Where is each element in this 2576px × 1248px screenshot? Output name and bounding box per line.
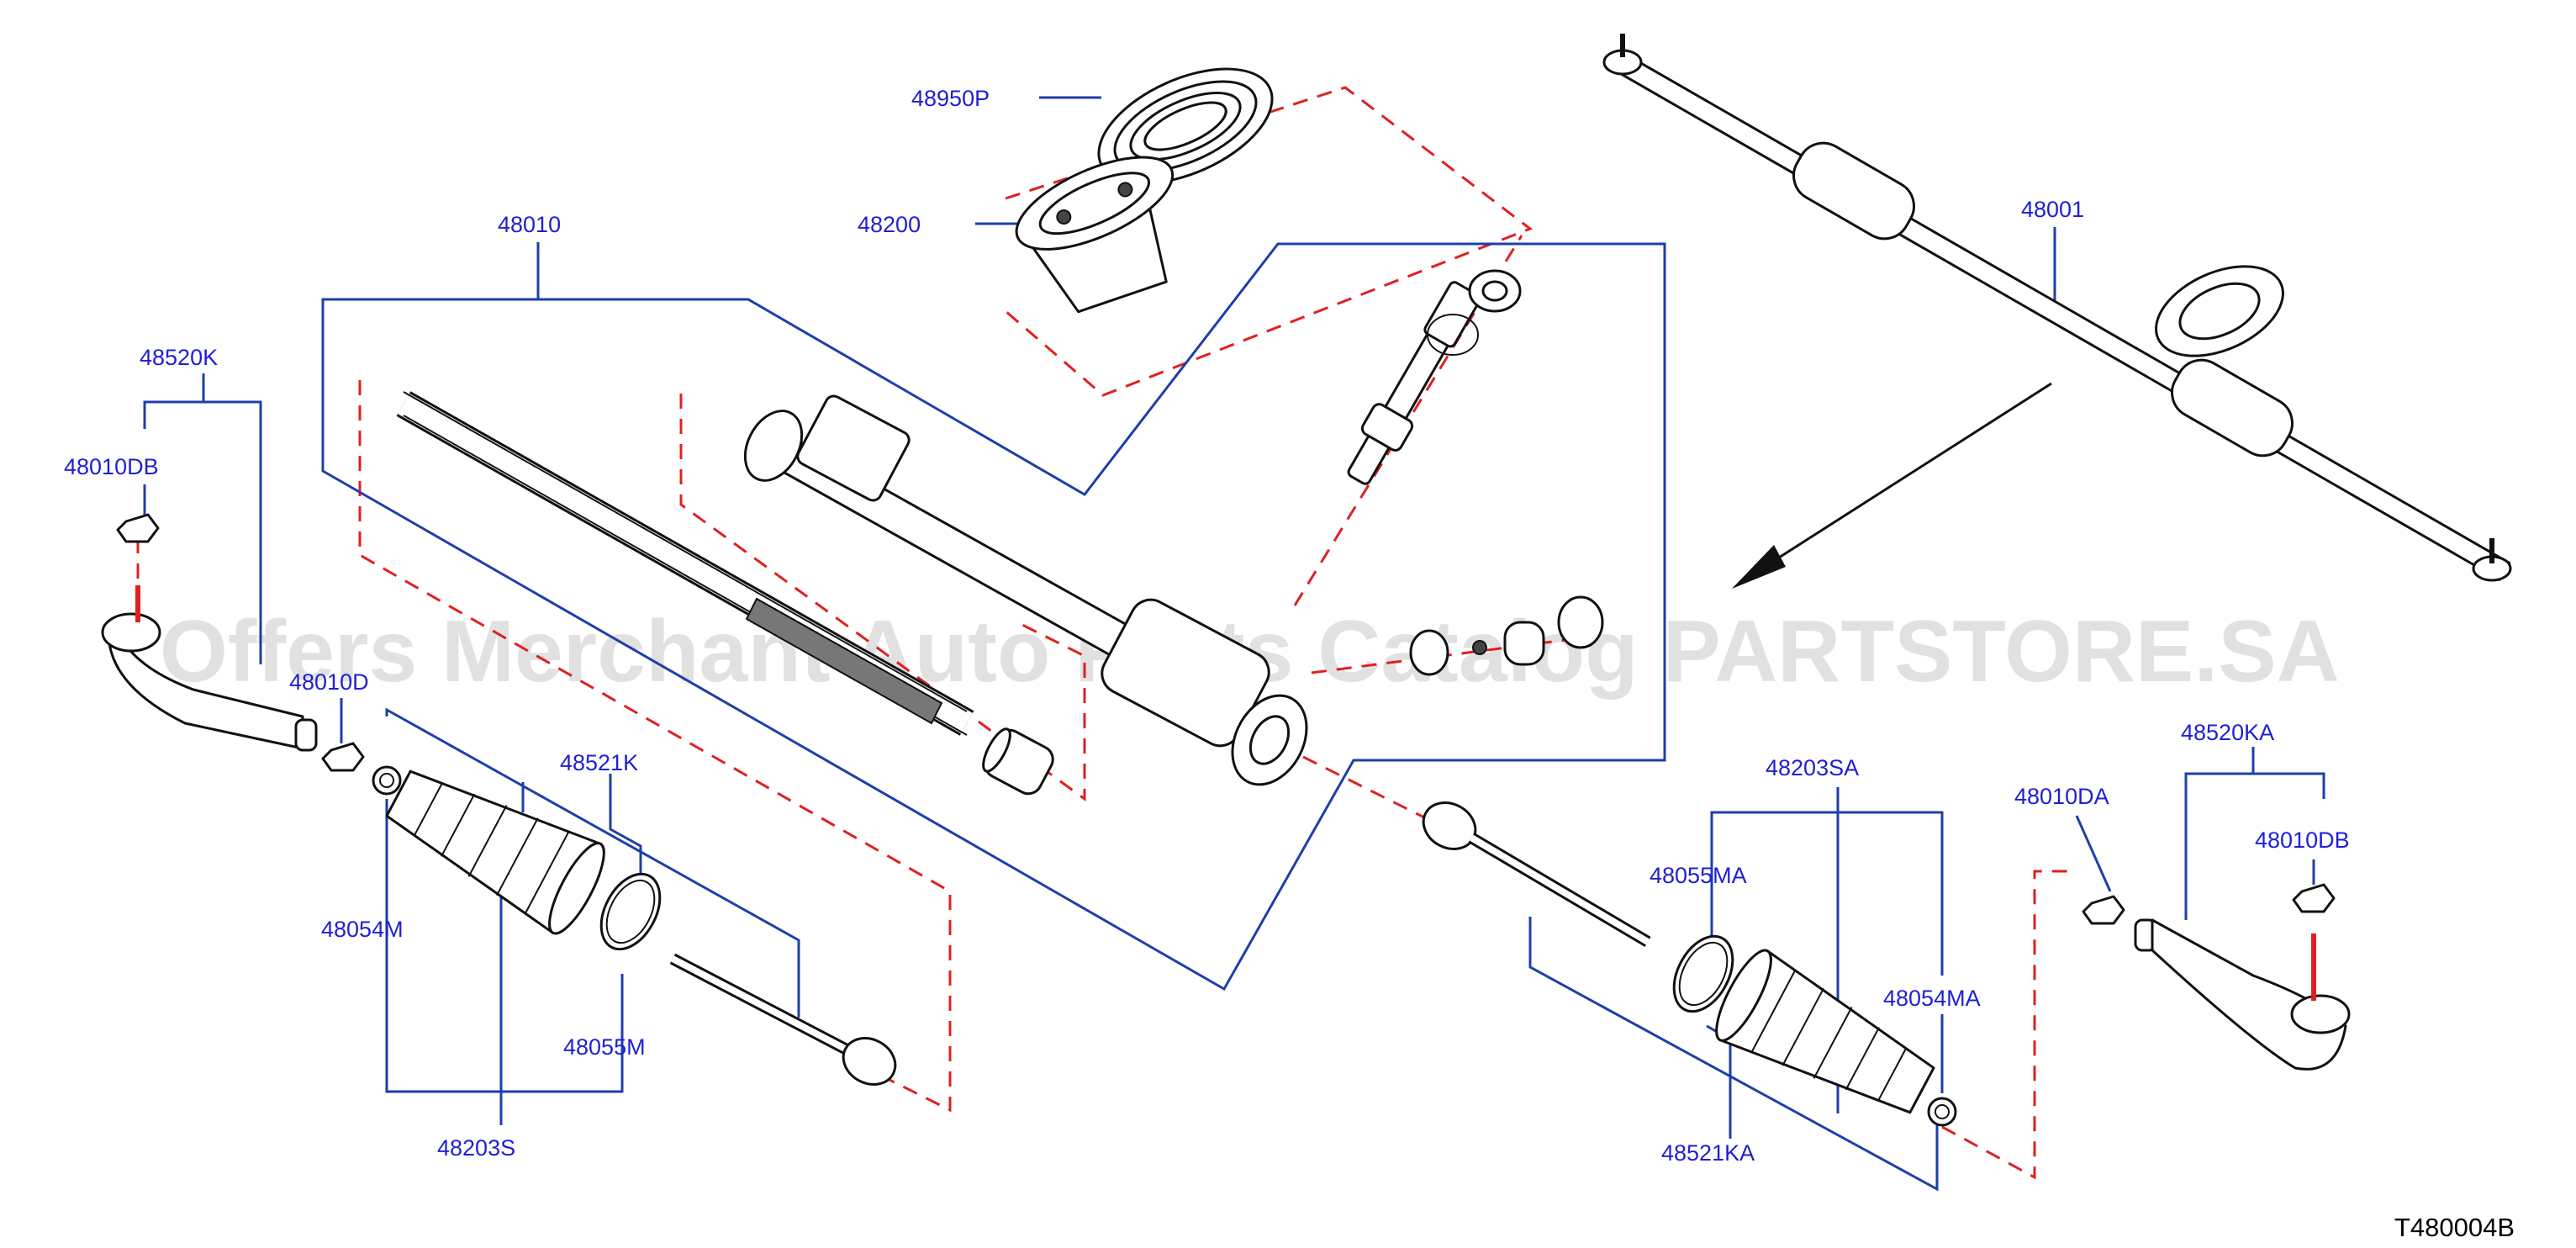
right-nut-48010DB [2292, 883, 2336, 913]
gear-housing-part [743, 394, 1308, 786]
nut-48010DA [2082, 895, 2125, 925]
label-48950P[interactable]: 48950P [911, 86, 990, 111]
leader-48010 [321, 242, 1666, 992]
leader-48521KA [1528, 917, 1939, 1192]
leader-48203SA [1710, 811, 1944, 976]
dashed-outline-gear-housing [679, 394, 1086, 801]
yoke-parts [1409, 595, 1604, 676]
left-boot-part [385, 769, 605, 935]
label-48203SA[interactable]: 48203SA [1766, 755, 1859, 780]
right-small-clamp-part [1927, 1097, 1957, 1127]
pinion-shaft-part [1347, 281, 1481, 485]
label-48010DB-right[interactable]: 48010DB [2255, 828, 2350, 853]
steering-gear-assembly-part [1602, 34, 2512, 582]
leader-48054M [385, 799, 624, 1093]
leader-48521K [385, 707, 800, 1018]
label-48010D[interactable]: 48010D [289, 669, 369, 695]
label-48520K[interactable]: 48520K [140, 345, 218, 370]
right-inner-tie-rod-part [1422, 801, 1651, 948]
label-48001[interactable]: 48001 [2021, 197, 2084, 222]
label-48054MA[interactable]: 48054MA [1883, 986, 1981, 1011]
left-small-clamp-part [372, 765, 402, 796]
assembly-arrow [1732, 382, 2052, 589]
left-nut-48010DB [116, 513, 160, 543]
label-48521K[interactable]: 48521K [560, 750, 638, 775]
left-tie-rod-end-part [101, 585, 318, 752]
column-cover-part [1015, 156, 1175, 314]
label-48010DB-left[interactable]: 48010DB [64, 454, 159, 479]
label-48520KA[interactable]: 48520KA [2181, 720, 2274, 745]
label-48200[interactable]: 48200 [858, 212, 921, 237]
label-48010[interactable]: 48010 [498, 212, 561, 237]
label-48203S[interactable]: 48203S [437, 1135, 515, 1161]
right-tie-rod-end-part [2134, 918, 2351, 1071]
diagram-code: T480004B [2394, 1213, 2515, 1242]
label-48055M[interactable]: 48055M [563, 1034, 646, 1060]
label-48054M[interactable]: 48054M [321, 917, 404, 942]
right-boot-part [1715, 949, 1935, 1114]
leader-48520K [143, 373, 205, 429]
leader-48010DA [2075, 815, 2112, 892]
leader-48520K-bracket [203, 400, 262, 664]
pinion-seal-part [1427, 269, 1522, 356]
label-48010DA[interactable]: 48010DA [2014, 784, 2109, 809]
nut-48010D [321, 742, 365, 772]
part-labels: 48950P 48200 48010 48001 48520K 48010DB … [64, 86, 2350, 1166]
dashed-outline-right-tie-rod [1941, 870, 2077, 1180]
label-48055MA[interactable]: 48055MA [1650, 863, 1747, 888]
rack-bushing-part [982, 727, 1054, 796]
rack-shaft-part [396, 391, 974, 736]
leader-48520KA-bracket [2253, 772, 2325, 799]
leader-48520KA [2184, 747, 2255, 920]
boot-grommet-part [1097, 67, 1274, 185]
left-large-clamp-part [599, 872, 662, 951]
right-large-clamp-part [1672, 934, 1734, 1013]
label-48521KA[interactable]: 48521KA [1661, 1140, 1755, 1166]
leader-lines [143, 96, 2325, 1192]
leader-48521K-stem [609, 774, 642, 890]
left-inner-tie-rod-part [669, 953, 897, 1086]
